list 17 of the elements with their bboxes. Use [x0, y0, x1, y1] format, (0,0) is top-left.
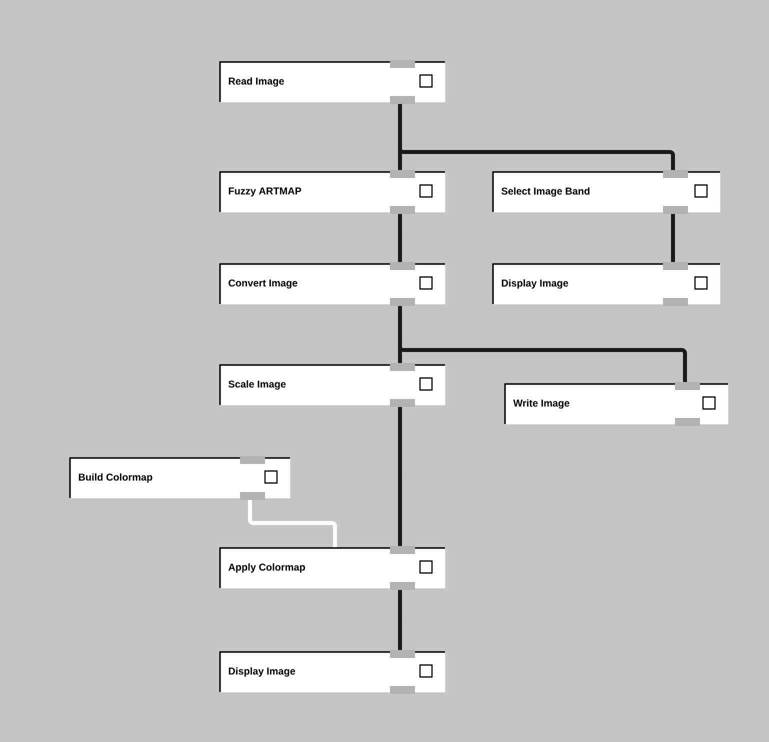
connector-line: [671, 212, 675, 264]
module-box: Scale Image: [219, 363, 446, 407]
module-box: Build Colormap: [69, 456, 290, 500]
module-box: Select Image Band: [492, 170, 720, 214]
connector-line: [398, 212, 402, 264]
module-box: Read Image: [219, 60, 446, 104]
module-box: Fuzzy ARTMAP: [219, 170, 446, 214]
connector-line: [398, 304, 687, 384]
connector-line: [248, 498, 337, 548]
connector-line: [398, 405, 402, 548]
connector-line: [398, 588, 402, 652]
module-box: Display Image: [492, 262, 720, 306]
connector-line: [398, 102, 675, 172]
module-box: Convert Image: [219, 262, 446, 306]
module-box: Apply Colormap: [219, 546, 446, 590]
module-box: Write Image: [504, 382, 728, 426]
module-box: Display Image: [219, 650, 446, 694]
